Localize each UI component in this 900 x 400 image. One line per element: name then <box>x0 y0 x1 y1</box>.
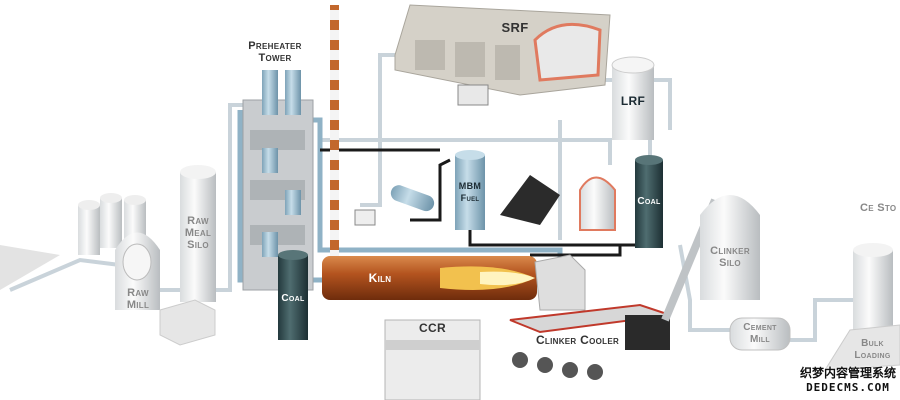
label-raw-meal-silo: Raw Meal Silo <box>184 215 212 251</box>
watermark-en: DEDECMS.COM <box>806 381 890 394</box>
coal-silo-right <box>635 155 663 248</box>
watermark-cn: 织梦内容管理系统 <box>799 366 896 380</box>
label-ccr: CCR <box>419 321 446 335</box>
cement-mill <box>729 317 791 351</box>
clinker-silo <box>700 195 760 300</box>
bulk-loading-station <box>824 324 900 371</box>
raw-meal-silo <box>159 165 216 346</box>
label-bulk-loading: Bulk Loading <box>854 338 891 361</box>
label-coal-right: Coal <box>637 196 661 207</box>
srf-building <box>394 4 611 106</box>
chimney <box>330 5 339 260</box>
truck <box>457 84 489 106</box>
kiln <box>322 254 586 311</box>
label-raw-mill: Raw Mill <box>126 287 150 311</box>
label-kiln: Kiln <box>368 271 392 285</box>
label-coal-left: Coal <box>281 293 305 304</box>
fuel-lines <box>320 148 640 257</box>
label-srf: SRF <box>501 20 529 35</box>
label-lrf: LRF <box>620 94 646 108</box>
label-cement-storage-silo: Ce Sto S <box>860 202 900 214</box>
tanker-truck <box>354 185 435 226</box>
raw-material-silos <box>78 193 146 255</box>
label-clinker-silo: Clinker Silo <box>710 245 750 269</box>
cement-storage-silo <box>853 243 893 330</box>
ground-slab <box>0 245 60 290</box>
ccr-building <box>384 319 481 400</box>
watermark: 织梦内容管理系统 DEDECMS.COM <box>800 364 896 394</box>
label-clinker-cooler: Clinker Cooler <box>535 333 620 347</box>
label-mbm-fuel: MBM Fuel <box>458 181 482 203</box>
raw-mill <box>115 232 160 310</box>
lrf-tank <box>611 56 655 140</box>
label-cement-mill: Cement Mill <box>743 322 777 345</box>
coal-mill <box>579 176 616 231</box>
coal-silo-left <box>278 250 308 340</box>
mbm-fuel-tank <box>455 150 485 230</box>
coal-pile <box>500 175 560 225</box>
label-preheater-tower: Preheater Tower <box>248 40 302 64</box>
